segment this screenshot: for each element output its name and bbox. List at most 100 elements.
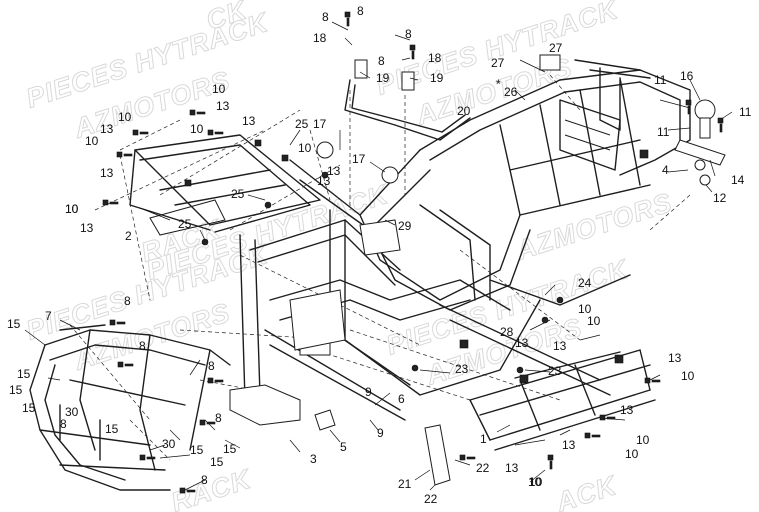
part-number-label: 9 bbox=[377, 426, 384, 440]
nut-icon bbox=[516, 366, 524, 374]
part-number-label: 10 bbox=[212, 82, 226, 96]
part-number-label: 15 bbox=[17, 367, 31, 381]
bolt-icon bbox=[599, 414, 616, 421]
bolt-icon bbox=[139, 454, 156, 461]
watermark: AZMOTORS bbox=[512, 187, 676, 266]
nut-icon bbox=[541, 316, 549, 324]
part-number-label: 8 bbox=[405, 27, 412, 41]
part-number-label: 16 bbox=[680, 69, 694, 83]
bolt-icon bbox=[409, 44, 416, 60]
bolt-icon bbox=[109, 319, 126, 326]
watermark: RACK bbox=[168, 463, 257, 512]
part-number-label: 13 bbox=[515, 336, 529, 350]
part-number-label: 15 bbox=[22, 401, 36, 415]
part-number-label: 10 bbox=[529, 475, 543, 489]
nut-icon bbox=[411, 364, 419, 372]
bolt-icon bbox=[189, 109, 206, 116]
nut-icon bbox=[321, 171, 329, 179]
part-number-label: 29 bbox=[398, 219, 412, 233]
part-number-label: 4 bbox=[662, 163, 669, 177]
part-number-label: 10 bbox=[118, 110, 132, 124]
part-number-label: 10 bbox=[587, 314, 601, 328]
part-number-label: 30 bbox=[162, 437, 176, 451]
bolt-icon bbox=[207, 129, 224, 136]
part-number-label: * bbox=[496, 77, 501, 91]
washer-icon bbox=[699, 174, 711, 186]
callout-labels: 8 8 18 8 8 18 19 19 27 27 * 26 16 11 11 … bbox=[7, 4, 752, 506]
part-number-label: 27 bbox=[549, 41, 563, 55]
part-number-label: 1 bbox=[480, 432, 487, 446]
part-number-label: 8 bbox=[124, 294, 131, 308]
bolt-icon bbox=[132, 129, 149, 136]
bolt-icon bbox=[207, 377, 224, 384]
part-number-label: 8 bbox=[208, 359, 215, 373]
part-number-label: 17 bbox=[352, 152, 366, 166]
part-number-label: 10 bbox=[85, 134, 99, 148]
part-number-label: 15 bbox=[9, 383, 23, 397]
part-number-label: 10 bbox=[636, 433, 650, 447]
part-number-label: 10 bbox=[190, 122, 204, 136]
part-number-label: 13 bbox=[620, 403, 634, 417]
part-number-label: 13 bbox=[562, 438, 576, 452]
part-number-label: 8 bbox=[139, 339, 146, 353]
part-number-label: 25 bbox=[178, 217, 192, 231]
part-number-label: 27 bbox=[491, 56, 505, 70]
main-frame bbox=[29, 54, 726, 491]
bolt-icon bbox=[717, 117, 724, 133]
bolt-icon bbox=[199, 419, 216, 426]
part-number-label: 10 bbox=[65, 202, 79, 216]
bolt-icon bbox=[344, 11, 351, 27]
nut-icon bbox=[201, 238, 209, 246]
part-number-label: 13 bbox=[242, 114, 256, 128]
part-number-label: 28 bbox=[500, 325, 514, 339]
part-number-label: 14 bbox=[731, 173, 745, 187]
part-number-label: 5 bbox=[340, 440, 347, 454]
part-number-label: 8 bbox=[215, 411, 222, 425]
fasteners bbox=[102, 11, 724, 494]
part-number-label: 13 bbox=[553, 339, 567, 353]
part-number-label: 11 bbox=[657, 125, 670, 139]
part-number-label: 13 bbox=[100, 122, 114, 136]
part-number-label: 19 bbox=[430, 71, 444, 85]
part-number-label: 10 bbox=[528, 475, 542, 489]
nut-icon bbox=[264, 201, 272, 209]
watermark: ACK bbox=[552, 470, 622, 512]
part-number-label: 13 bbox=[505, 461, 519, 475]
part-number-label: 23 bbox=[455, 362, 469, 376]
bolt-icon bbox=[116, 151, 133, 158]
part-number-label: 13 bbox=[100, 166, 114, 180]
part-number-label: 13 bbox=[327, 164, 341, 178]
part-number-label: 18 bbox=[428, 51, 442, 65]
part-number-label: 8 bbox=[378, 54, 385, 68]
part-number-label: 18 bbox=[313, 31, 327, 45]
part-number-label: 30 bbox=[65, 405, 79, 419]
part-number-label: 8 bbox=[60, 417, 67, 431]
bolt-icon bbox=[547, 454, 554, 470]
part-number-label: 20 bbox=[457, 104, 471, 118]
bolt-icon bbox=[179, 487, 196, 494]
part-number-label: 11 bbox=[654, 73, 667, 87]
part-number-label: 8 bbox=[357, 4, 364, 18]
part-number-label: 17 bbox=[313, 117, 327, 131]
part-number-label: 6 bbox=[398, 392, 405, 406]
part-number-label: 23 bbox=[548, 364, 562, 378]
watermark-layer: PIECES HYTRACK AZMOTORS PIECES HYTRACK A… bbox=[22, 0, 676, 512]
washer-icon bbox=[694, 159, 706, 171]
part-number-label: 10 bbox=[625, 447, 639, 461]
part-number-label: 13 bbox=[216, 99, 230, 113]
part-number-label: 22 bbox=[424, 492, 438, 506]
part-number-label: 11 bbox=[739, 105, 752, 119]
part-number-label: 10 bbox=[298, 141, 312, 155]
part-number-label: 26 bbox=[504, 85, 518, 99]
part-number-label: 10 bbox=[681, 369, 695, 383]
bolt-icon bbox=[459, 454, 476, 461]
part-number-label: 19 bbox=[376, 71, 390, 85]
part-number-label: 13 bbox=[317, 174, 331, 188]
part-number-label: 12 bbox=[713, 191, 727, 205]
part-number-label: 2 bbox=[125, 229, 132, 243]
part-number-label: 15 bbox=[210, 455, 224, 469]
part-number-label: 15 bbox=[105, 422, 119, 436]
part-number-label: 22 bbox=[476, 461, 490, 475]
